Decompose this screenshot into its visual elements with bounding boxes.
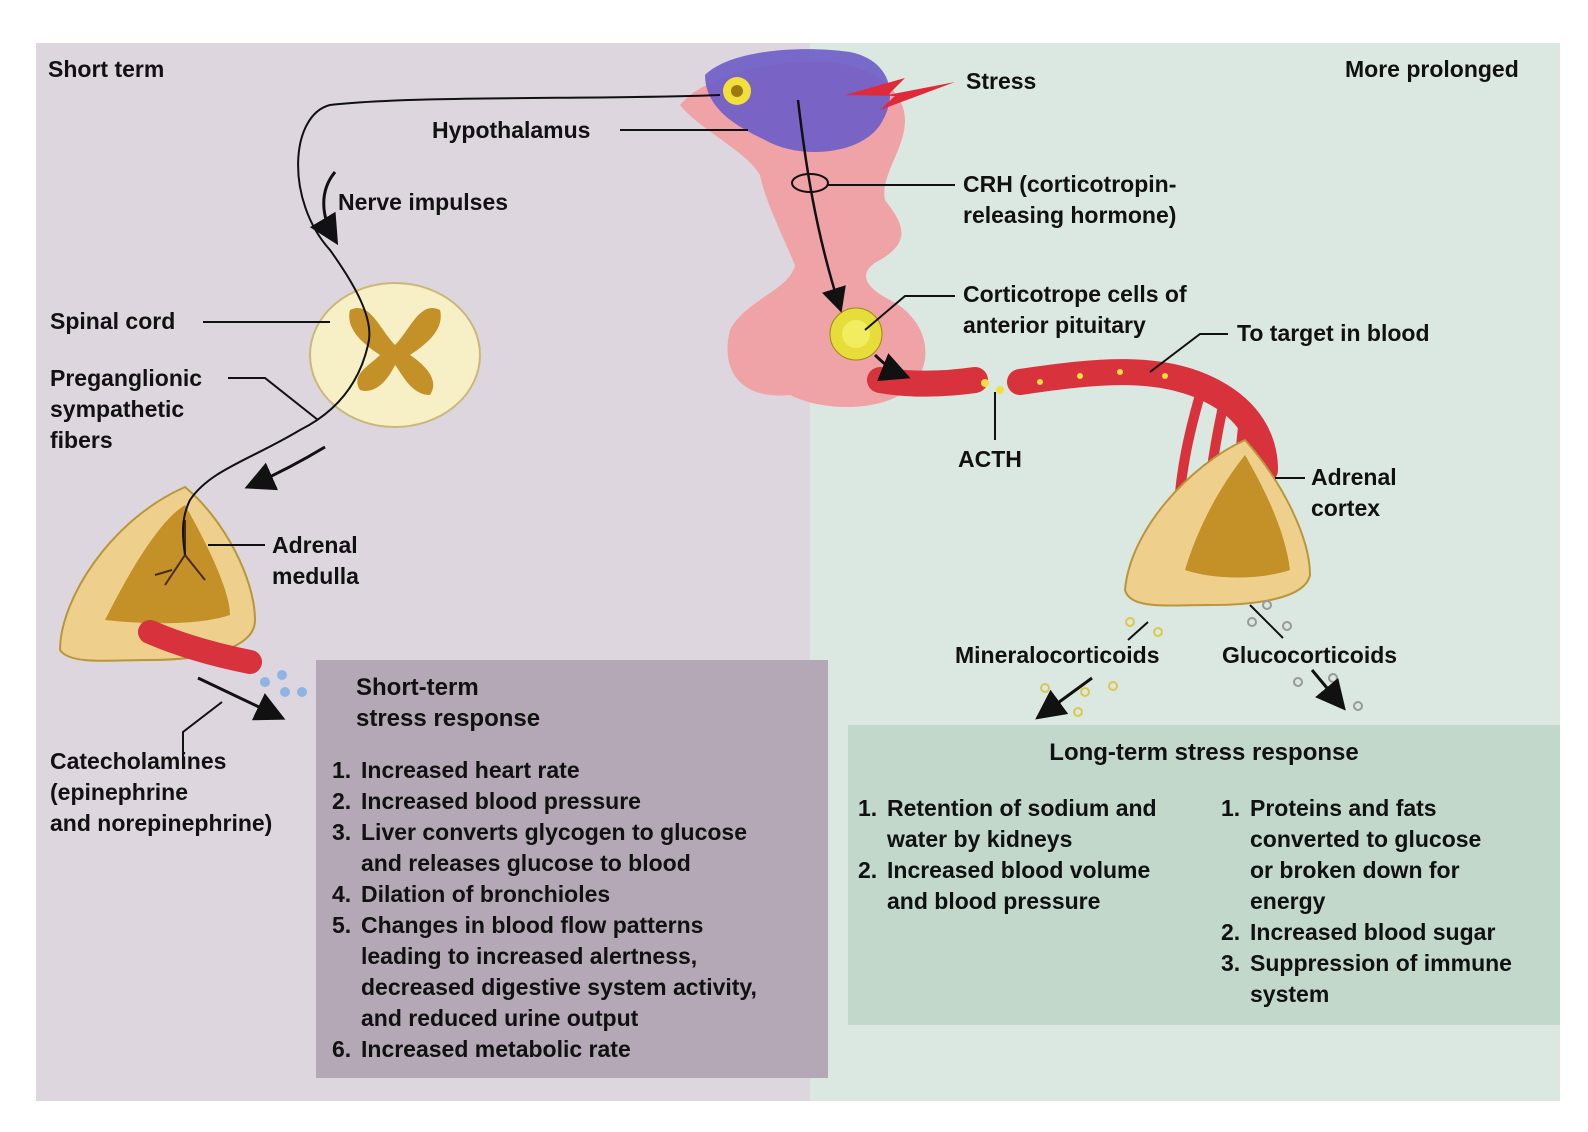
list-item-text: system bbox=[1250, 981, 1330, 1007]
label-spinal-cord: Spinal cord bbox=[50, 308, 176, 334]
list-item: 2. Increased blood sugar bbox=[1221, 917, 1512, 948]
label-hypothalamus: Hypothalamus bbox=[432, 117, 591, 143]
list-item-number: 1. bbox=[332, 757, 352, 783]
adrenal-medulla-gland-shape bbox=[58, 485, 307, 697]
list-item-number: 4. bbox=[332, 881, 352, 907]
list-item: 4. Dilation of bronchioles bbox=[332, 879, 757, 910]
list-item-text: decreased digestive system activity, bbox=[361, 974, 757, 1000]
label-stress: Stress bbox=[966, 68, 1037, 94]
list-item-text: Changes in blood flow patterns bbox=[361, 912, 704, 938]
hypothalamus-pituitary-shape bbox=[680, 49, 926, 408]
list-item: 1. Increased heart rate bbox=[332, 755, 757, 786]
list-item-number: 2. bbox=[1221, 919, 1241, 945]
list-item-text: Liver converts glycogen to glucose bbox=[361, 819, 747, 845]
list-item-text: leading to increased alertness, bbox=[361, 943, 698, 969]
label-nerve-impulses: Nerve impulses bbox=[338, 189, 509, 215]
list-item-text: or broken down for bbox=[1250, 857, 1460, 883]
list-item-text: converted to glucose bbox=[1250, 826, 1482, 852]
list-item-number: 3. bbox=[1221, 950, 1241, 976]
long-term-response-box: Long-term stress response 1. Retention of… bbox=[848, 725, 1560, 1025]
list-item-text: energy bbox=[1250, 888, 1326, 914]
list-item-text: Increased blood sugar bbox=[1250, 919, 1496, 945]
list-item-number: 2. bbox=[332, 788, 352, 814]
header-more-prolonged: More prolonged bbox=[1345, 56, 1519, 82]
list-item: 2. Increased blood volume and blood pressu… bbox=[858, 855, 1157, 917]
list-item-text: Increased blood volume bbox=[887, 857, 1151, 883]
list-item-text: and releases glucose to blood bbox=[361, 850, 691, 876]
mineralocorticoid-effects-list: 1. Retention of sodium and water by kidney… bbox=[858, 793, 1157, 917]
list-item: 2. Increased blood pressure bbox=[332, 786, 757, 817]
adrenal-cortex-gland-shape bbox=[1040, 438, 1363, 717]
list-item: 5. Changes in blood flow patterns leading … bbox=[332, 910, 757, 1034]
list-item: 6. Increased metabolic rate bbox=[332, 1034, 757, 1065]
label-to-target-in-blood: To target in blood bbox=[1237, 320, 1430, 346]
glucocorticoid-effects-list: 1. Proteins and fats converted to glucose o… bbox=[1221, 793, 1512, 1010]
label-acth: ACTH bbox=[958, 446, 1022, 472]
list-item-number: 2. bbox=[858, 857, 878, 883]
header-short-term: Short term bbox=[48, 56, 165, 82]
label-glucocorticoids: Glucocorticoids bbox=[1222, 642, 1398, 668]
list-item-text: Retention of sodium and bbox=[887, 795, 1157, 821]
list-item-text: water by kidneys bbox=[887, 826, 1073, 852]
connector-lines bbox=[182, 94, 1346, 758]
long-term-box-title: Long-term stress response bbox=[1049, 739, 1359, 766]
label-adrenal-cortex: Adrenal cortex bbox=[1311, 464, 1397, 521]
list-item-text: Dilation of bronchioles bbox=[361, 881, 611, 907]
list-item-text: Increased blood pressure bbox=[361, 788, 641, 814]
list-item-number: 1. bbox=[1221, 795, 1241, 821]
list-item-number: 6. bbox=[332, 1036, 352, 1062]
list-item-number: 3. bbox=[332, 819, 352, 845]
list-item: 3. Liver converts glycogen to glucose and … bbox=[332, 817, 757, 879]
label-preganglionic-fibers: Preganglionic sympathetic fibers bbox=[50, 365, 203, 453]
list-item-text: Proteins and fats bbox=[1250, 795, 1437, 821]
short-term-response-list: 1. Increased heart rate 2. Increased blood … bbox=[332, 755, 757, 1065]
stress-bolt-icon bbox=[845, 78, 955, 110]
list-item: 1. Proteins and fats converted to glucose o… bbox=[1221, 793, 1512, 917]
label-crh: CRH (corticotropin- releasing hormone) bbox=[963, 171, 1177, 228]
label-adrenal-medulla: Adrenal medulla bbox=[272, 532, 359, 589]
list-item: 3. Suppression of immune system bbox=[1221, 948, 1512, 1010]
spinal-cord-shape bbox=[309, 282, 481, 428]
list-item-text: and reduced urine output bbox=[361, 1005, 639, 1031]
label-mineralocorticoids: Mineralocorticoids bbox=[955, 642, 1160, 668]
list-item-text: Increased metabolic rate bbox=[361, 1036, 631, 1062]
label-catecholamines: Catecholamines (epinephrine and norepine… bbox=[50, 748, 273, 836]
list-item-number: 5. bbox=[332, 912, 352, 938]
list-item-text: Suppression of immune bbox=[1250, 950, 1512, 976]
label-corticotrope-cells: Corticotrope cells of anterior pituitary bbox=[963, 281, 1187, 338]
list-item-text: and blood pressure bbox=[887, 888, 1101, 914]
list-item: 1. Retention of sodium and water by kidney… bbox=[858, 793, 1157, 855]
short-term-response-box: Short-term stress response 1. Increased h… bbox=[316, 660, 828, 1078]
list-item-number: 1. bbox=[858, 795, 878, 821]
short-term-box-title: Short-term stress response bbox=[356, 674, 541, 732]
list-item-text: Increased heart rate bbox=[361, 757, 580, 783]
